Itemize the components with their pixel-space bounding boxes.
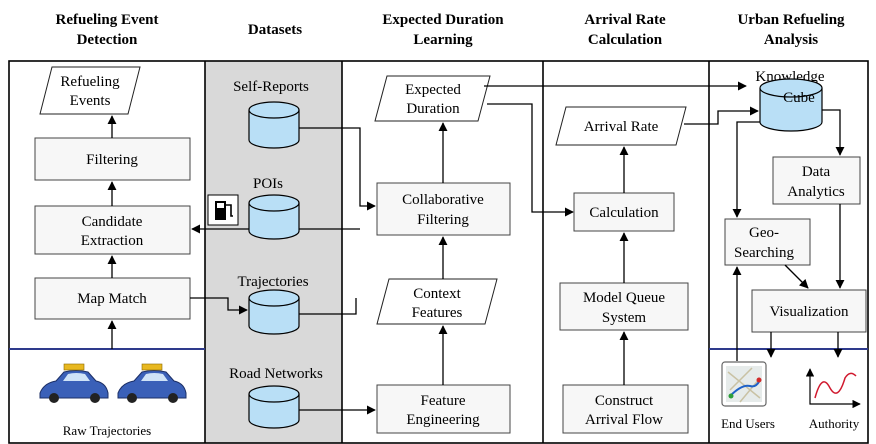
taxi-icon [117,363,187,403]
svg-text:Searching: Searching [734,245,794,261]
self-reports-label: Self-Reports [233,79,309,95]
pois-database-icon [248,194,300,240]
data-analytics-node [772,156,861,205]
arrow-cube-to-analytics [822,109,845,156]
gas-pump-icon [207,194,239,226]
svg-text:Collaborative: Collaborative [402,192,484,208]
cube-label: Cube [783,90,815,106]
svg-text:Arrival Rate: Arrival Rate [584,12,666,28]
authority-label: Authority [809,416,860,431]
trajectories-label: Trajectories [237,274,308,290]
svg-text:Detection: Detection [77,32,138,48]
geo-searching-node [724,218,811,266]
svg-text:Expected: Expected [405,82,461,98]
svg-text:Duration: Duration [406,101,460,117]
self-reports-database-icon [248,101,300,149]
refueling-events-node [39,66,141,115]
svg-text:Construct: Construct [595,393,654,409]
svg-text:Geo-: Geo- [749,225,779,241]
candidate-extraction-node [34,205,191,255]
context-features-node [376,278,498,325]
svg-text:Analysis: Analysis [764,32,818,48]
arrow-geo-to-vis [784,264,809,289]
svg-text:System: System [602,310,647,326]
knowledge-cube-database-icon [759,78,823,132]
svg-text:Model Queue: Model Queue [583,290,665,306]
calculation-node [573,192,675,232]
collaborative-filtering-node [376,182,511,236]
svg-text:Map Match: Map Match [77,291,147,307]
svg-text:Refueling: Refueling [60,74,120,90]
chart-icon [805,368,861,409]
svg-text:Features: Features [412,305,463,321]
svg-text:Analytics: Analytics [787,184,845,200]
road-networks-label: Road Networks [229,366,323,382]
svg-text:Context: Context [413,286,461,302]
raw-trajectories-label: Raw Trajectories [63,423,151,438]
trajectories-database-icon [248,289,300,335]
road-networks-database-icon [248,385,300,429]
outer-frame [8,60,869,444]
svg-text:Filtering: Filtering [86,152,138,168]
pois-label: POIs [253,176,283,192]
svg-text:Refueling Event: Refueling Event [56,12,159,28]
feature-engineering-node [376,384,511,434]
svg-text:Arrival Rate: Arrival Rate [584,119,659,135]
taxi-icon [39,363,109,403]
svg-text:Expected Duration: Expected Duration [382,12,504,28]
svg-text:Data: Data [802,164,831,180]
svg-text:Engineering: Engineering [406,412,480,428]
svg-text:Calculation: Calculation [588,32,663,48]
visualization-node [751,289,867,333]
svg-text:Visualization: Visualization [769,304,849,320]
arrow-mapmatch-to-trajectories [190,297,248,315]
header-duration: Expected Duration Learning [382,12,504,48]
svg-text:Feature: Feature [421,393,466,409]
arrow-duration-to-calculation [487,103,574,217]
filtering-node [34,137,191,181]
arrow-selfreports-to-collaborative [299,127,376,211]
header-datasets: Datasets [248,22,302,38]
svg-text:Learning: Learning [413,32,473,48]
expected-duration-node [374,75,491,122]
svg-text:Urban Refueling: Urban Refueling [737,12,845,28]
header-arrival: Arrival Rate Calculation [584,12,666,48]
line-trajectories [299,298,357,315]
header-urban: Urban Refueling Analysis [737,12,845,48]
end-users-label: End Users [721,416,775,431]
svg-text:Candidate: Candidate [82,214,143,230]
svg-text:Calculation: Calculation [589,205,659,221]
model-queue-system-node [559,282,689,331]
construct-arrival-flow-node [562,384,689,434]
phone-map-icon [721,361,767,407]
svg-text:Arrival Flow: Arrival Flow [585,412,663,428]
arrow-cube-to-geo [732,121,760,218]
svg-text:Filtering: Filtering [417,212,469,228]
arrow-rate-to-cube [684,106,759,125]
svg-text:Extraction: Extraction [81,233,144,249]
header-detection: Refueling Event Detection [56,12,159,48]
map-match-node [34,277,191,320]
arrival-rate-node [555,106,687,146]
svg-text:Events: Events [70,93,111,109]
